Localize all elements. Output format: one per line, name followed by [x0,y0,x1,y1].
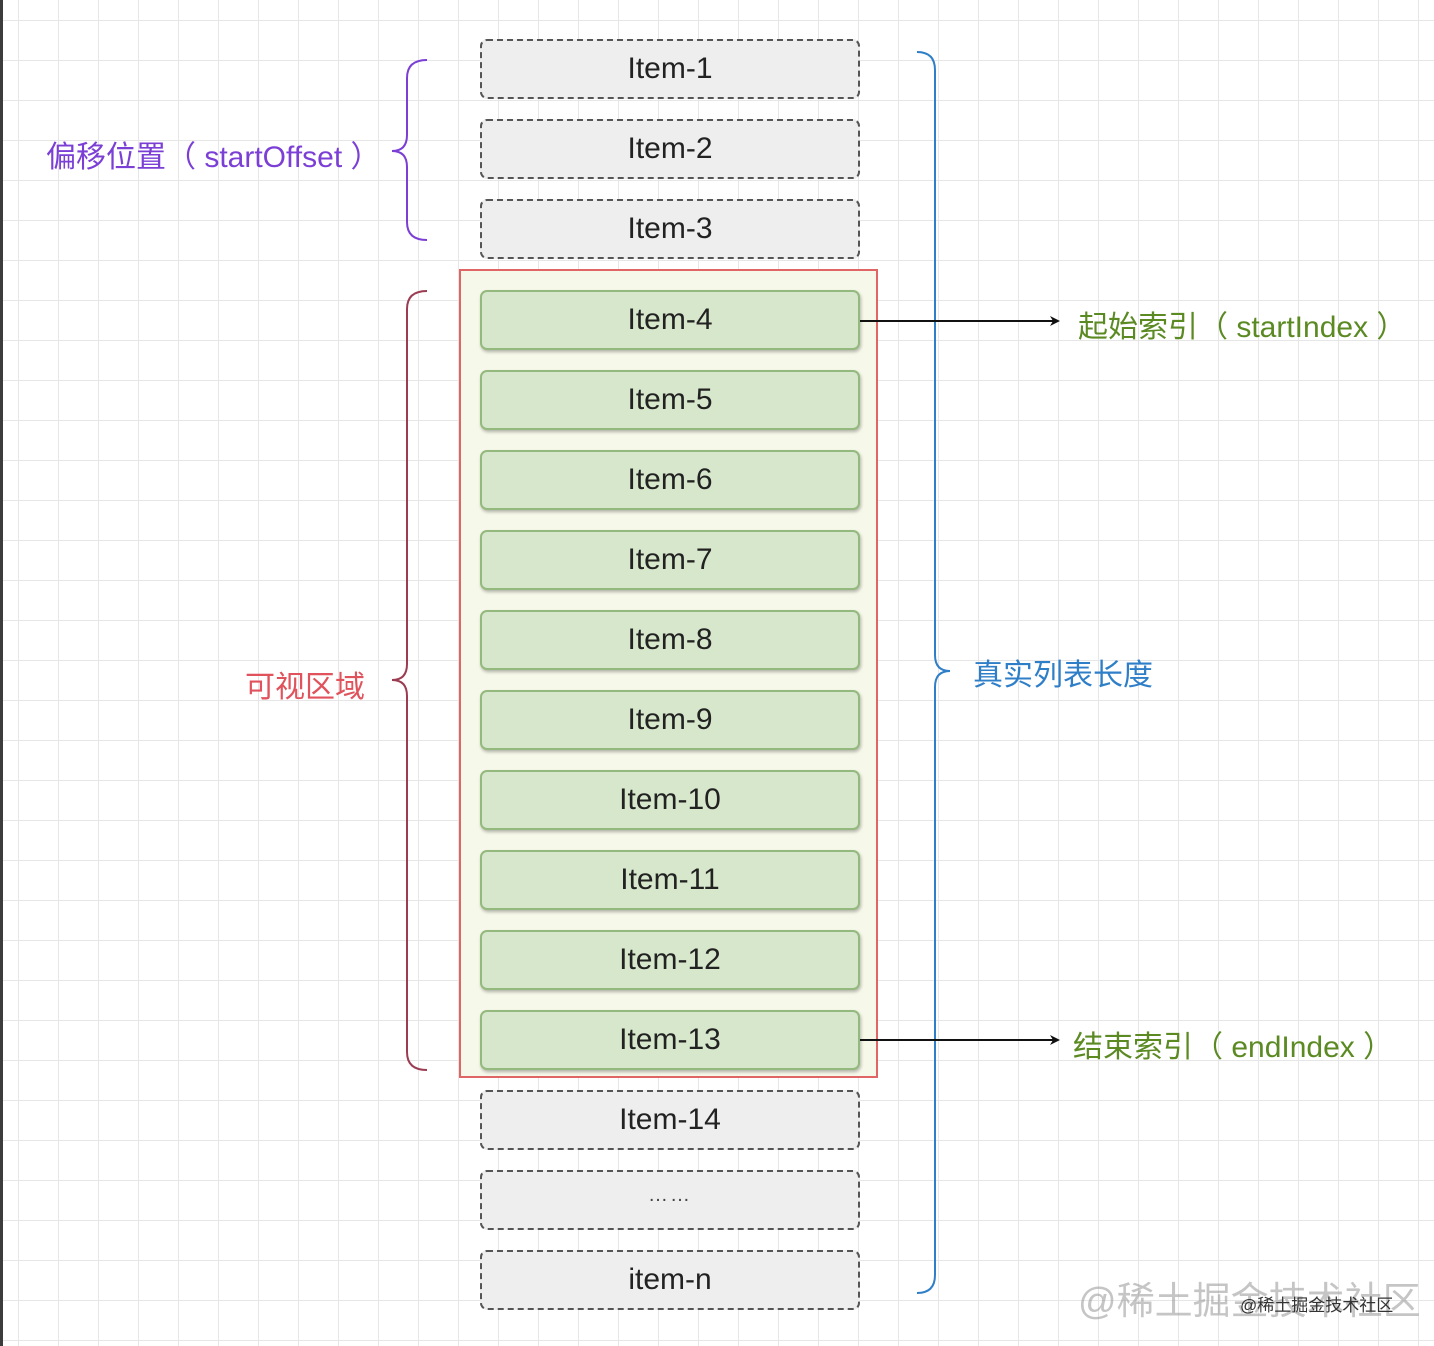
list-item-label: Item-6 [627,463,713,496]
list-item-label: Item-2 [627,132,713,165]
list-item-label: Item-4 [627,303,713,336]
visible-area-label: 可视区域 [245,671,365,704]
list-item-13: Item-13 [480,1010,860,1070]
list-item-1: Item-1 [480,39,860,99]
list-item-14: Item-14 [480,1090,860,1150]
list-item-12: Item-12 [480,930,860,990]
watermark-small: @稀土掘金技术社区 [1240,1296,1394,1315]
list-item-6: Item-6 [480,450,860,510]
list-item-label: Item-9 [627,703,713,736]
list-item-10: Item-10 [480,770,860,830]
list-item-label: Item-14 [619,1103,721,1136]
list-item-2: Item-2 [480,119,860,179]
list-item-7: Item-7 [480,530,860,590]
list-item-9: Item-9 [480,690,860,750]
list-item-label: Item-7 [627,543,713,576]
list-item-label: Item-11 [620,863,720,896]
watermark-large: @稀土掘金技术社区 [1078,1281,1421,1323]
list-item-4: Item-4 [480,290,860,350]
list-item-label: item-n [628,1263,712,1296]
list-item-label: Item-12 [619,943,721,976]
start-offset-brace [391,59,428,241]
visible-area-brace [391,290,428,1071]
start-index-label: 起始索引（ startIndex ） [1078,311,1407,344]
list-item-label: Item-5 [627,383,713,416]
list-item-label: Item-10 [619,783,721,816]
list-item-label: Item-13 [619,1023,721,1056]
list-item-5: Item-5 [480,370,860,430]
list-item-label: …… [648,1183,692,1206]
list-item-ellipsis: …… [480,1170,860,1230]
left-window-edge [0,0,3,1346]
list-item-label: Item-8 [627,623,713,656]
list-item-label: Item-3 [627,212,713,245]
list-item-n: item-n [480,1250,860,1310]
real-list-length-brace [916,51,951,1294]
real-list-length-label: 真实列表长度 [973,659,1153,692]
list-item-label: Item-1 [627,52,713,85]
list-item-11: Item-11 [480,850,860,910]
list-item-3: Item-3 [480,199,860,259]
end-index-label: 结束索引（ endIndex ） [1073,1031,1394,1064]
start-offset-label: 偏移位置（ startOffset ） [46,141,381,174]
list-item-8: Item-8 [480,610,860,670]
